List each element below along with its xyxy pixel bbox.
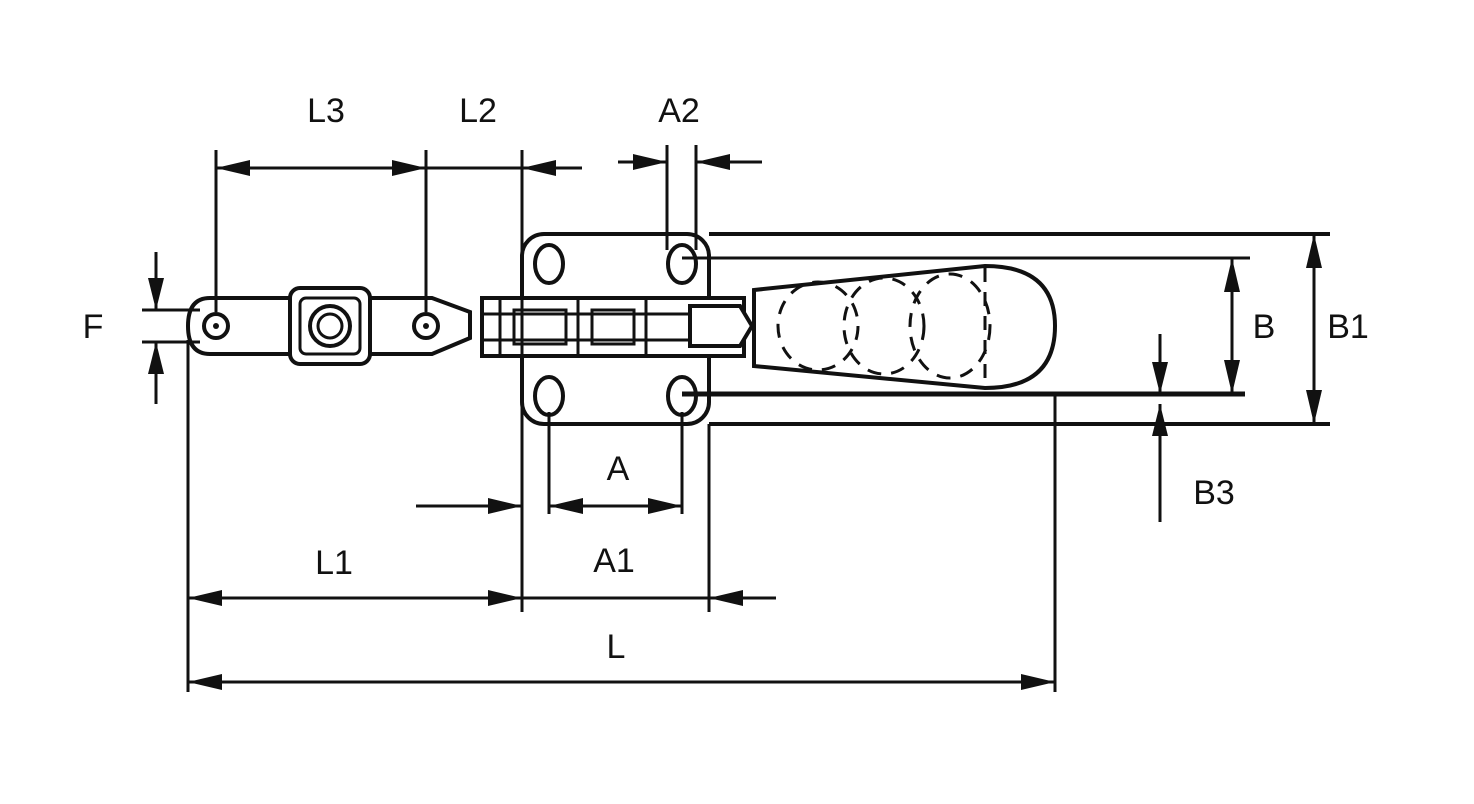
arrow-b-bottom bbox=[1224, 360, 1240, 394]
linkage-tip bbox=[688, 304, 755, 348]
label-a1: A1 bbox=[593, 542, 635, 580]
adjusting-nut bbox=[298, 296, 362, 356]
clamp-drawing bbox=[185, 232, 1330, 426]
pivot-block bbox=[512, 308, 568, 346]
mounting-hole-bottom-left bbox=[533, 375, 565, 417]
plunger-hole-left-center bbox=[213, 323, 219, 329]
handle bbox=[752, 263, 1058, 391]
arrow-f-top bbox=[148, 278, 164, 310]
arrow-b1-top bbox=[1306, 234, 1322, 268]
arrow-b1-bottom bbox=[1306, 390, 1322, 424]
arrow-a2-left bbox=[633, 154, 667, 170]
arrow-l1-left bbox=[188, 590, 222, 606]
arrow-a-plate bbox=[488, 498, 522, 514]
arrow-b3-top bbox=[1152, 362, 1168, 394]
arrow-b-top bbox=[1224, 258, 1240, 292]
adjusting-block bbox=[288, 286, 372, 366]
label-f: F bbox=[83, 308, 104, 346]
label-a2: A2 bbox=[658, 92, 700, 130]
arrow-a-left bbox=[549, 498, 583, 514]
handle-grip-oval-3 bbox=[908, 272, 992, 380]
arrow-l3-left bbox=[216, 160, 250, 176]
handle-grip-oval-2 bbox=[842, 276, 926, 376]
label-a: A bbox=[607, 450, 630, 488]
pivot-block-2 bbox=[590, 308, 636, 346]
arrow-l3-right bbox=[392, 160, 426, 176]
arrow-l1-right bbox=[488, 590, 522, 606]
arrow-f-bottom bbox=[148, 342, 164, 374]
mounting-hole-top-right bbox=[666, 243, 698, 285]
arrow-a2-right bbox=[696, 154, 730, 170]
adjusting-screw bbox=[308, 304, 352, 348]
arrow-l2-right bbox=[522, 160, 556, 176]
dimension-labels: L3 L2 A2 F B B1 B3 A L1 A1 L bbox=[83, 92, 1369, 666]
plunger-hole-left bbox=[202, 312, 230, 340]
handle-grip-oval-1 bbox=[776, 280, 860, 372]
plunger-hole-right bbox=[412, 312, 440, 340]
mounting-hole-top-left bbox=[533, 243, 565, 285]
arrow-a1-right bbox=[709, 590, 743, 606]
arrow-l-left bbox=[188, 674, 222, 690]
arrow-b3-bottom bbox=[1152, 404, 1168, 436]
plunger-hole-right-center bbox=[423, 323, 429, 329]
label-b1: B1 bbox=[1327, 308, 1369, 346]
adjusting-screw-core bbox=[316, 312, 344, 340]
label-l1: L1 bbox=[315, 544, 353, 582]
arrow-l-right bbox=[1021, 674, 1055, 690]
arrow-a-right bbox=[648, 498, 682, 514]
label-l: L bbox=[607, 628, 626, 666]
label-l3: L3 bbox=[307, 92, 345, 130]
label-b: B bbox=[1253, 308, 1276, 346]
label-l2: L2 bbox=[459, 92, 497, 130]
label-b3: B3 bbox=[1193, 474, 1235, 512]
dimension-lines bbox=[142, 145, 1322, 692]
